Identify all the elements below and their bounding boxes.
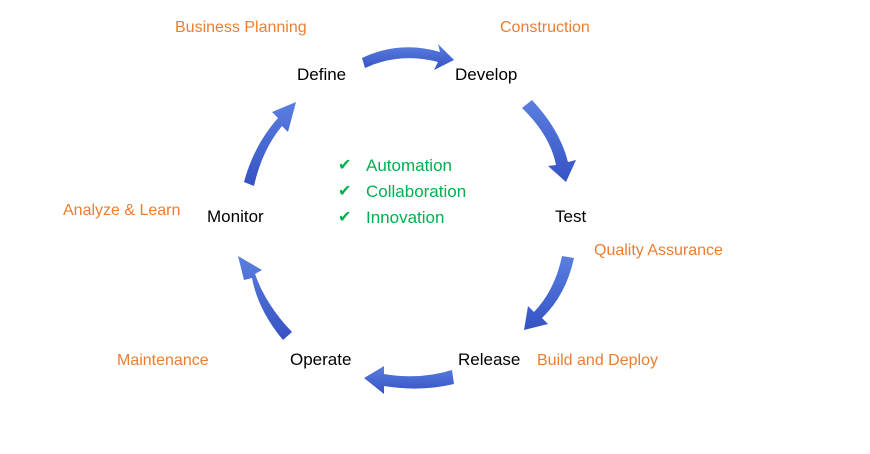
checkmark-icon: ✔	[338, 209, 352, 226]
stage-develop: Develop	[455, 65, 518, 84]
phase-construction: Construction	[500, 19, 590, 36]
checkmark-icon: ✔	[338, 157, 352, 174]
phase-quality-assurance: Quality Assurance	[594, 242, 723, 259]
stage-operate: Operate	[290, 350, 352, 369]
phase-business-planning: Business Planning	[175, 19, 307, 36]
phase-maintenance: Maintenance	[117, 352, 209, 369]
checkmark-icon: ✔	[338, 183, 352, 200]
stage-define: Define	[297, 65, 347, 84]
arrow-release-to-operate	[364, 366, 454, 394]
arrow-test-to-release	[524, 256, 574, 330]
checklist-item: ✔ Innovation	[338, 205, 466, 231]
checklist-label: Collaboration	[366, 182, 467, 201]
phase-build-and-deploy: Build and Deploy	[537, 352, 658, 369]
stage-test: Test	[555, 207, 587, 226]
stage-monitor: Monitor	[207, 207, 264, 226]
arrow-operate-to-monitor	[238, 256, 292, 340]
arrow-develop-to-test	[522, 100, 576, 182]
checklist-item: ✔ Automation	[338, 153, 466, 179]
arrow-define-to-develop	[362, 44, 454, 70]
center-checklist: ✔ Automation ✔ Collaboration ✔ Innovatio…	[338, 153, 466, 231]
checklist-label: Automation	[366, 156, 452, 175]
checklist-item: ✔ Collaboration	[338, 179, 466, 205]
phase-analyze-learn: Analyze & Learn	[63, 202, 181, 219]
stage-release: Release	[458, 350, 521, 369]
checklist-label: Innovation	[366, 208, 445, 227]
arrow-monitor-to-define	[244, 102, 296, 186]
